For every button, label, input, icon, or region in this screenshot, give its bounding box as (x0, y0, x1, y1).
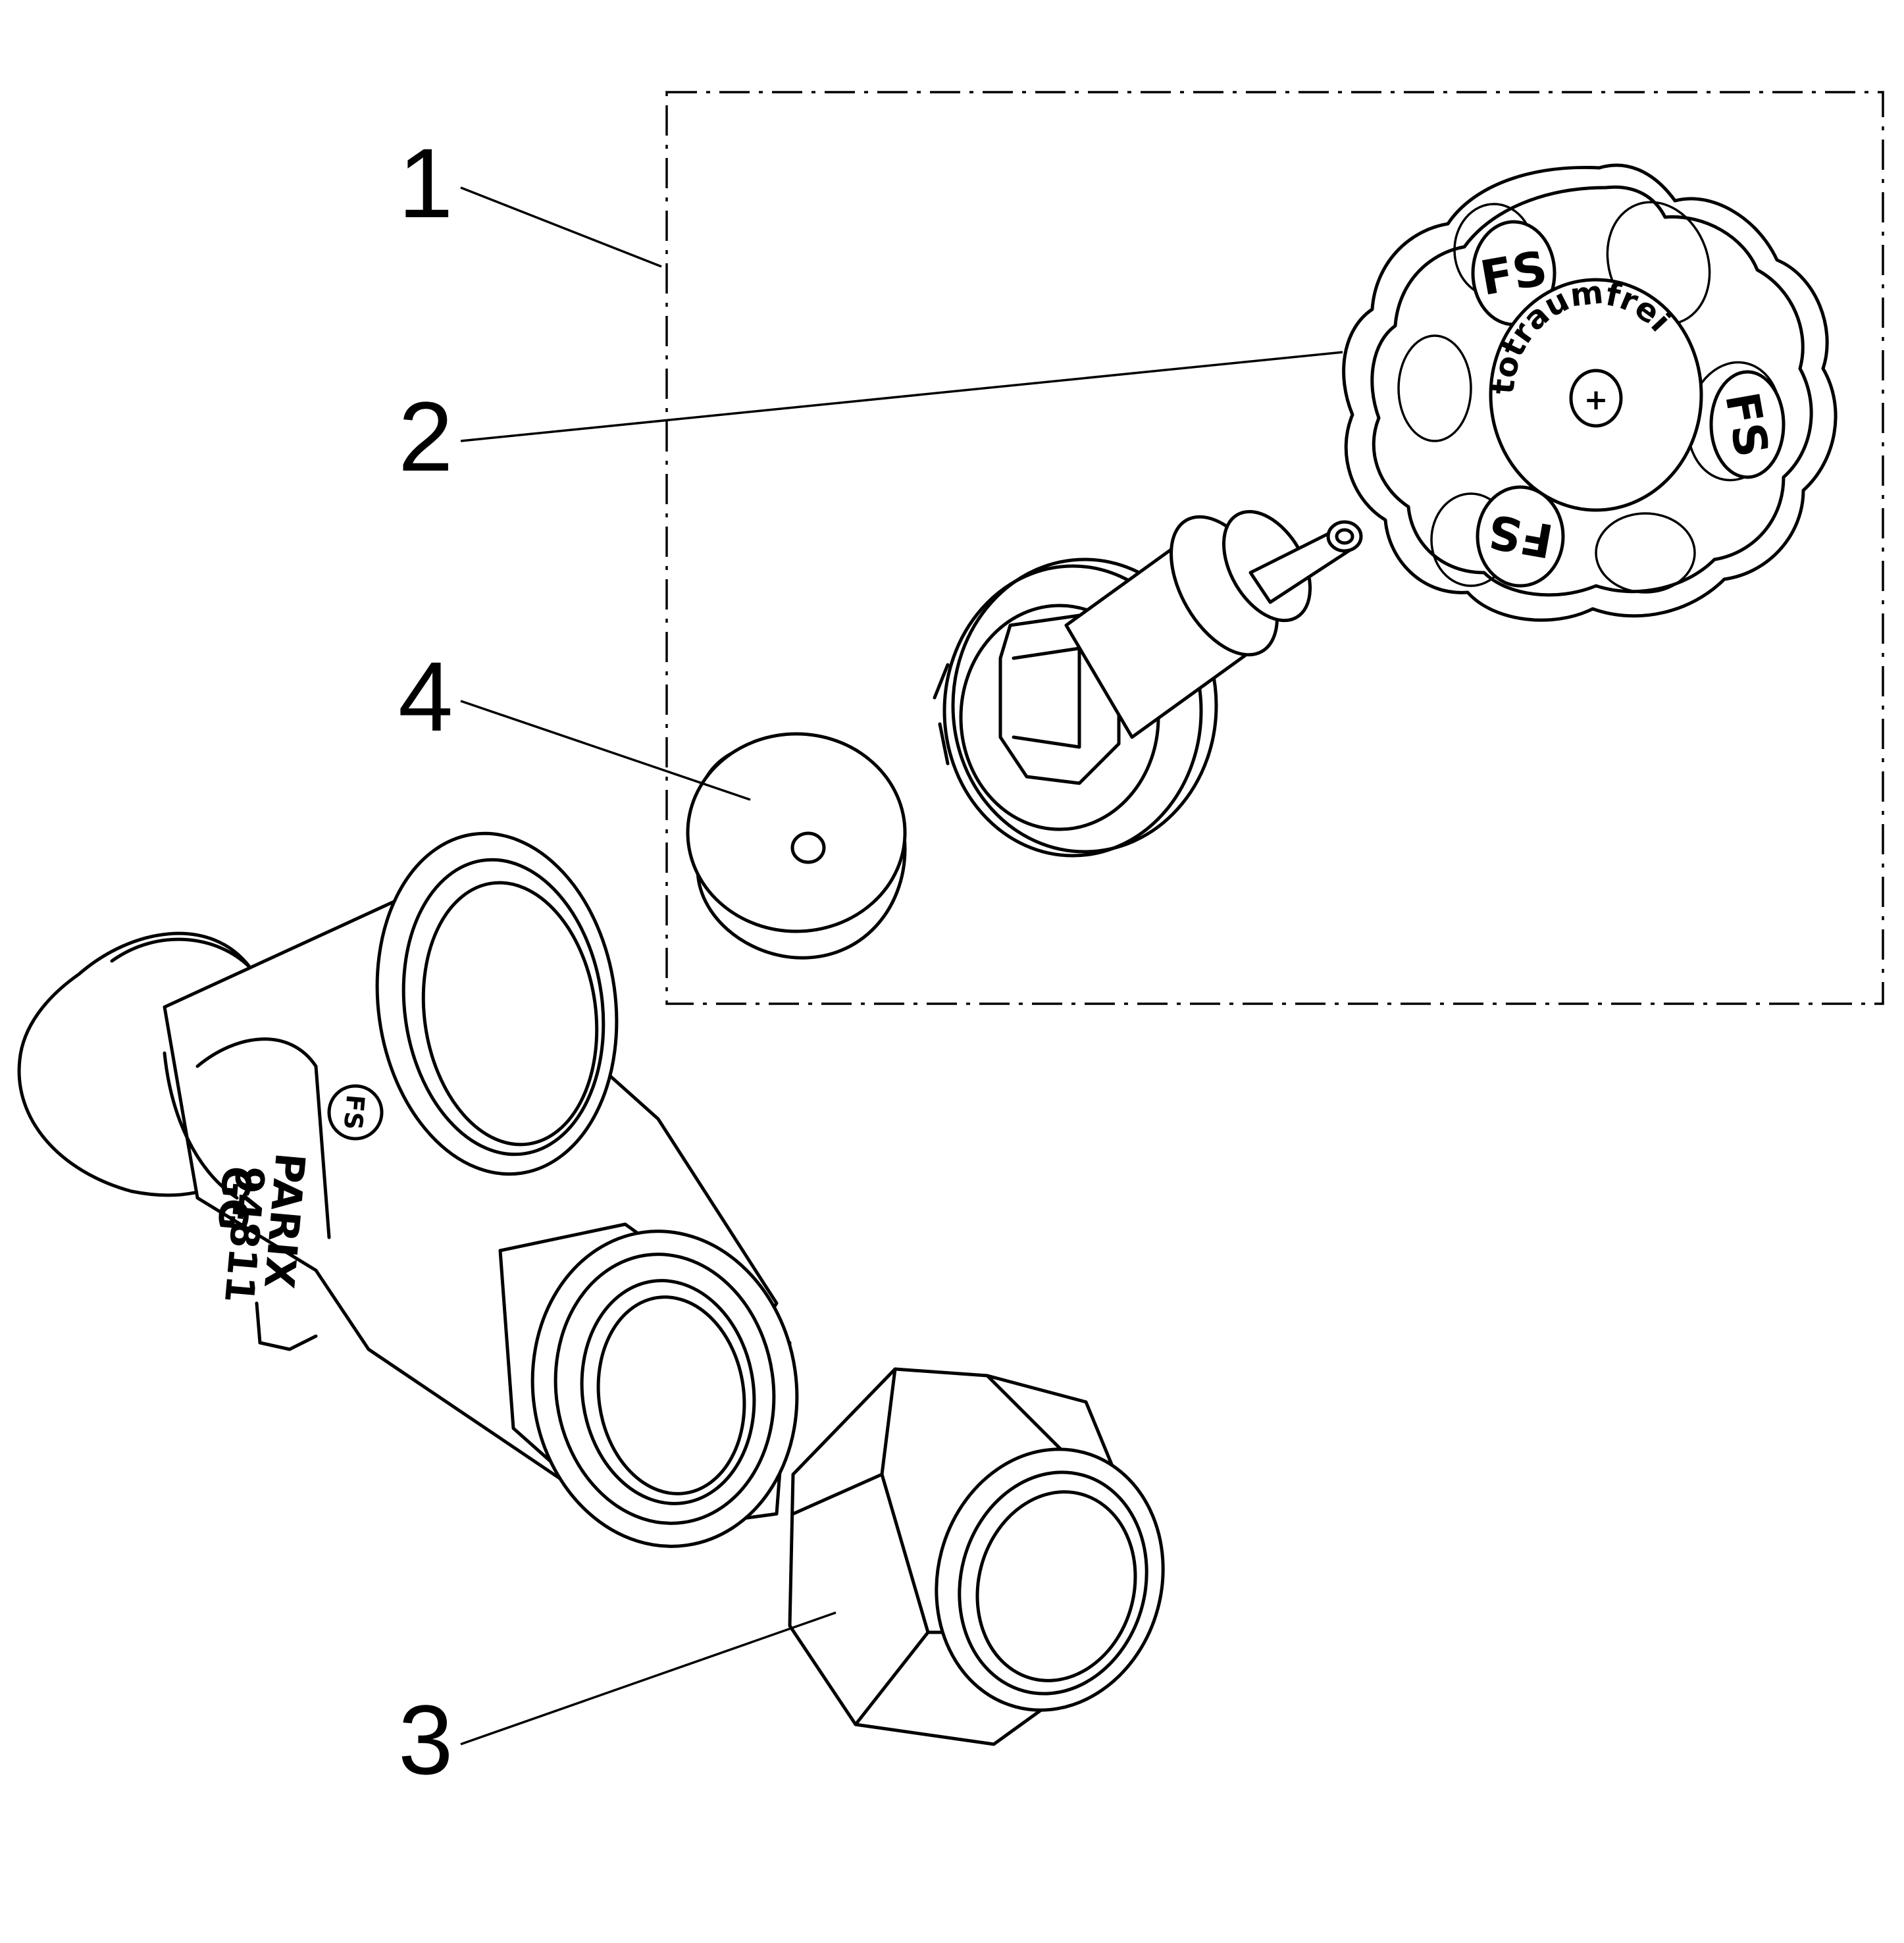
union-nut (788, 1367, 1165, 1746)
svg-text:FS: FS (338, 1093, 370, 1131)
valve-disc (686, 732, 907, 960)
svg-text:+: + (1584, 383, 1608, 417)
leader-1 (460, 186, 662, 268)
svg-text:FS: FS (1484, 504, 1557, 568)
leader-3 (460, 1611, 836, 1746)
callout-1: 1 (398, 128, 453, 238)
svg-text:FS: FS (1476, 240, 1551, 306)
body-cast-markings: FS PARIX 94811 GG (208, 1084, 384, 1305)
callout-2: 2 (398, 381, 453, 492)
svg-text:FS: FS (1714, 388, 1779, 461)
body-grade-text: GG (208, 1164, 259, 1233)
assembly-group-box (665, 91, 1884, 1005)
callout-3: 3 (398, 1684, 453, 1795)
bonnet-headpiece (933, 509, 1363, 858)
leader-2 (460, 351, 1343, 442)
callout-4: 4 (398, 641, 453, 752)
leader-4 (460, 700, 751, 801)
handwheel: FS FS FS totraumfrei + (1342, 163, 1838, 622)
body-brand-text: PARIX (255, 1151, 315, 1291)
valve-body: FS PARIX 94811 GG (17, 831, 799, 1548)
